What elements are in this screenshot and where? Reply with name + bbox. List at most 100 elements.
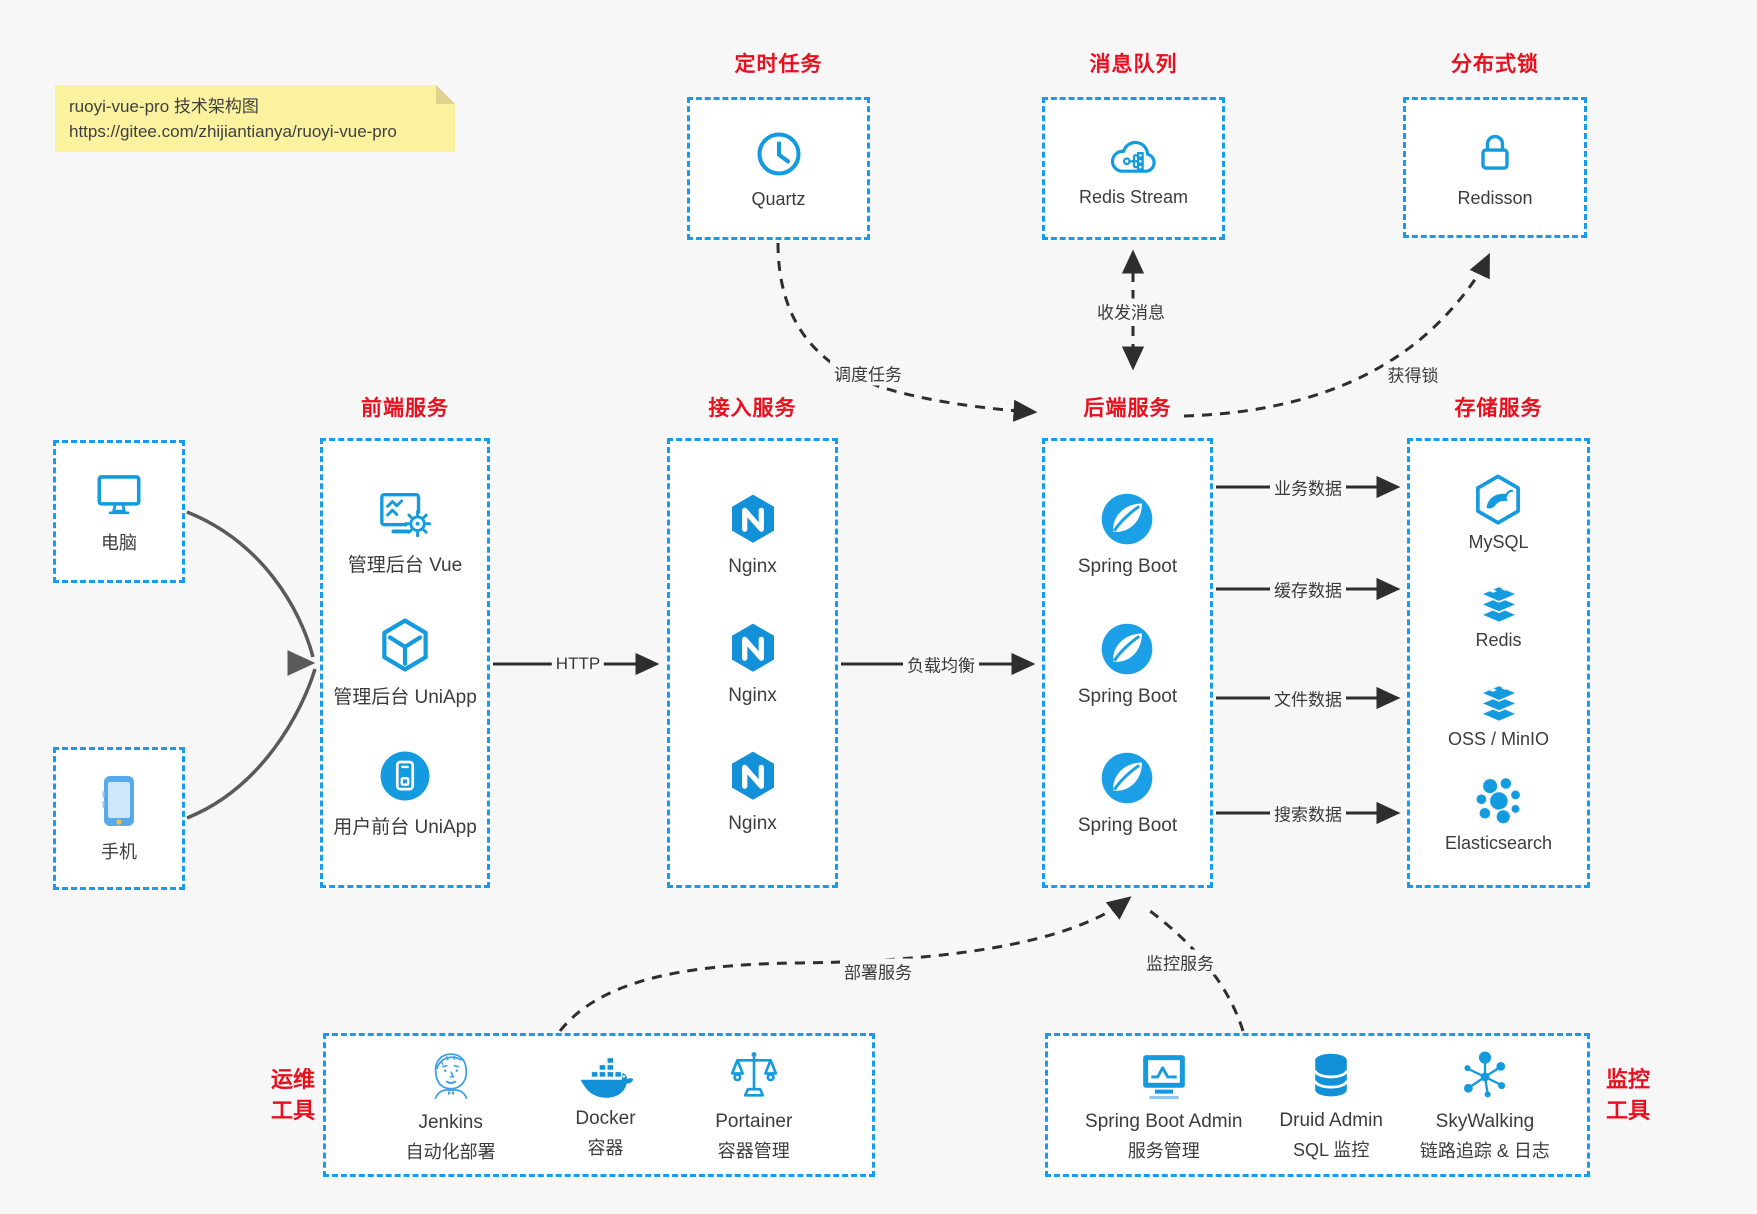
monitoring-item-sublabel: SQL 监控 bbox=[1292, 1139, 1370, 1160]
edge-label-load-balance: 负载均衡 bbox=[903, 651, 979, 677]
box-redis-stream: Redis Stream bbox=[1042, 97, 1225, 240]
title-message-queue: 消息队列 bbox=[1089, 53, 1178, 76]
nginx-icon bbox=[725, 620, 781, 678]
redis-stack-icon bbox=[1471, 576, 1527, 626]
edge-label-business-data: 业务数据 bbox=[1270, 474, 1346, 500]
gateway-item-nginx-3: Nginx bbox=[725, 748, 781, 835]
ops-item-portainer: Portainer 容器管理 bbox=[715, 1048, 792, 1163]
backend-item-label: Spring Boot bbox=[1077, 685, 1178, 707]
mobile-label: 手机 bbox=[101, 842, 137, 862]
edge-label-deploy: 部署服务 bbox=[840, 958, 916, 984]
title-ops-tools: 运维 工具 bbox=[270, 1067, 315, 1123]
cloud-share-icon bbox=[1105, 130, 1163, 178]
computer-icon bbox=[90, 468, 148, 520]
storage-item-elasticsearch: Elasticsearch bbox=[1445, 773, 1552, 854]
monitoring-item-sublabel: 链路追踪 & 日志 bbox=[1419, 1140, 1550, 1161]
box-monitoring-tools: Spring Boot Admin 服务管理 Druid Admin SQL 监… bbox=[1045, 1033, 1590, 1177]
ops-item-sublabel: 容器管理 bbox=[717, 1140, 790, 1161]
spring-boot-icon bbox=[1097, 489, 1157, 549]
gateway-item-nginx-1: Nginx bbox=[725, 491, 781, 578]
title-storage: 存储服务 bbox=[1454, 397, 1543, 420]
edge-label-message: 收发消息 bbox=[1093, 298, 1169, 324]
storage-item-label: Elasticsearch bbox=[1444, 832, 1553, 853]
ops-item-label: Jenkins bbox=[418, 1111, 483, 1133]
pc-label: 电脑 bbox=[101, 533, 137, 553]
gateway-item-label: Nginx bbox=[728, 813, 777, 835]
admin-screen-gear-icon bbox=[373, 487, 437, 543]
title-frontend: 前端服务 bbox=[361, 397, 449, 420]
monitoring-item-label: SkyWalking bbox=[1435, 1110, 1535, 1132]
redisson-label: Redisson bbox=[1457, 187, 1533, 208]
edge-deploy bbox=[558, 896, 1132, 1032]
clock-icon bbox=[753, 128, 805, 180]
title-gateway: 接入服务 bbox=[708, 397, 797, 420]
box-storage: MySQL Redis bbox=[1407, 438, 1590, 888]
monitoring-item-sublabel: 服务管理 bbox=[1127, 1140, 1200, 1161]
frontend-item-uniapp-user: 用户前台 UniApp bbox=[333, 747, 477, 839]
edge-label-monitor: 监控服务 bbox=[1142, 949, 1218, 975]
box-mobile-client: 手机 bbox=[53, 747, 185, 890]
monitoring-item-skywalking: SkyWalking 链路追踪 & 日志 bbox=[1420, 1048, 1550, 1163]
monitoring-item-label: Druid Admin bbox=[1279, 1109, 1383, 1131]
box-pc-client: 电脑 bbox=[53, 440, 185, 583]
frontend-item-label: 用户前台 UniApp bbox=[333, 817, 477, 838]
frontend-item-label: 管理后台 Vue bbox=[347, 555, 463, 576]
database-icon bbox=[1305, 1049, 1357, 1103]
redis-stream-label: Redis Stream bbox=[1078, 186, 1189, 207]
lock-icon bbox=[1471, 127, 1519, 179]
edge-label-acquire-lock: 获得锁 bbox=[1383, 361, 1443, 387]
edge-label-schedule: 调度任务 bbox=[830, 360, 906, 386]
title-distributed-lock: 分布式锁 bbox=[1451, 53, 1539, 76]
title-monitoring-tools: 监控 工具 bbox=[1606, 1067, 1651, 1123]
storage-item-label: Redis bbox=[1475, 630, 1522, 651]
box-redisson: Redisson bbox=[1403, 97, 1587, 238]
box-quartz: Quartz bbox=[687, 97, 870, 240]
edge-acquire-lock bbox=[1183, 252, 1490, 418]
monitoring-item-label: Spring Boot Admin bbox=[1085, 1110, 1243, 1132]
note-title: ruoyi-vue-pro 技术架构图 bbox=[69, 97, 259, 116]
edge-label-http: HTTP bbox=[551, 654, 605, 674]
gateway-item-nginx-2: Nginx bbox=[725, 620, 781, 707]
edge-label-cache-data: 缓存数据 bbox=[1270, 576, 1346, 602]
storage-item-oss-minio: OSS / MinIO bbox=[1448, 675, 1549, 750]
ops-item-sublabel: 容器 bbox=[587, 1137, 624, 1158]
frontend-item-label: 管理后台 UniApp bbox=[333, 687, 477, 708]
backend-item-spring-1: Spring Boot bbox=[1078, 489, 1177, 578]
box-ops-tools: Jenkins 自动化部署 Docker 容器 bbox=[323, 1033, 875, 1177]
docker-whale-icon bbox=[575, 1051, 635, 1101]
app-circle-phone-icon bbox=[376, 747, 434, 805]
backend-item-spring-3: Spring Boot bbox=[1078, 748, 1177, 837]
phone-icon bbox=[96, 773, 142, 829]
gateway-item-label: Nginx bbox=[728, 684, 777, 706]
edge-monitor bbox=[1145, 906, 1245, 1032]
edge-pc-to-frontend bbox=[186, 510, 315, 658]
spring-boot-icon bbox=[1097, 619, 1157, 679]
monitoring-item-sba: Spring Boot Admin 服务管理 bbox=[1085, 1048, 1242, 1163]
frontend-item-uniapp-admin: 管理后台 UniApp bbox=[333, 615, 477, 709]
backend-item-spring-2: Spring Boot bbox=[1078, 619, 1177, 708]
box-frontend: 管理后台 Vue 管理后台 UniApp 用户前台 UniApp bbox=[320, 438, 490, 888]
ops-item-jenkins: Jenkins 自动化部署 bbox=[406, 1047, 496, 1164]
edge-schedule bbox=[776, 242, 1038, 422]
ops-item-sublabel: 自动化部署 bbox=[405, 1141, 496, 1162]
frontend-item-vue-admin: 管理后台 Vue bbox=[348, 487, 462, 577]
storage-item-label: OSS / MinIO bbox=[1447, 728, 1550, 749]
sticky-note: ruoyi-vue-pro 技术架构图 https://gitee.com/zh… bbox=[55, 85, 455, 152]
elasticsearch-cluster-icon bbox=[1470, 773, 1526, 829]
edge-label-file-data: 文件数据 bbox=[1270, 685, 1346, 711]
nginx-icon bbox=[725, 748, 781, 806]
quartz-label: Quartz bbox=[751, 188, 806, 209]
redis-stack-icon bbox=[1471, 675, 1527, 725]
scales-icon bbox=[726, 1048, 782, 1104]
network-hub-icon bbox=[1457, 1048, 1513, 1104]
ops-item-docker: Docker 容器 bbox=[575, 1051, 636, 1160]
title-scheduled-task: 定时任务 bbox=[734, 53, 823, 76]
backend-item-label: Spring Boot bbox=[1077, 556, 1178, 578]
spring-boot-icon bbox=[1097, 748, 1157, 808]
cube-icon bbox=[375, 615, 435, 675]
backend-item-label: Spring Boot bbox=[1077, 814, 1178, 836]
monitoring-item-druid: Druid Admin SQL 监控 bbox=[1279, 1049, 1383, 1162]
edge-mobile-to-frontend bbox=[186, 668, 317, 820]
storage-item-label: MySQL bbox=[1468, 532, 1529, 553]
storage-item-redis: Redis bbox=[1471, 576, 1527, 651]
